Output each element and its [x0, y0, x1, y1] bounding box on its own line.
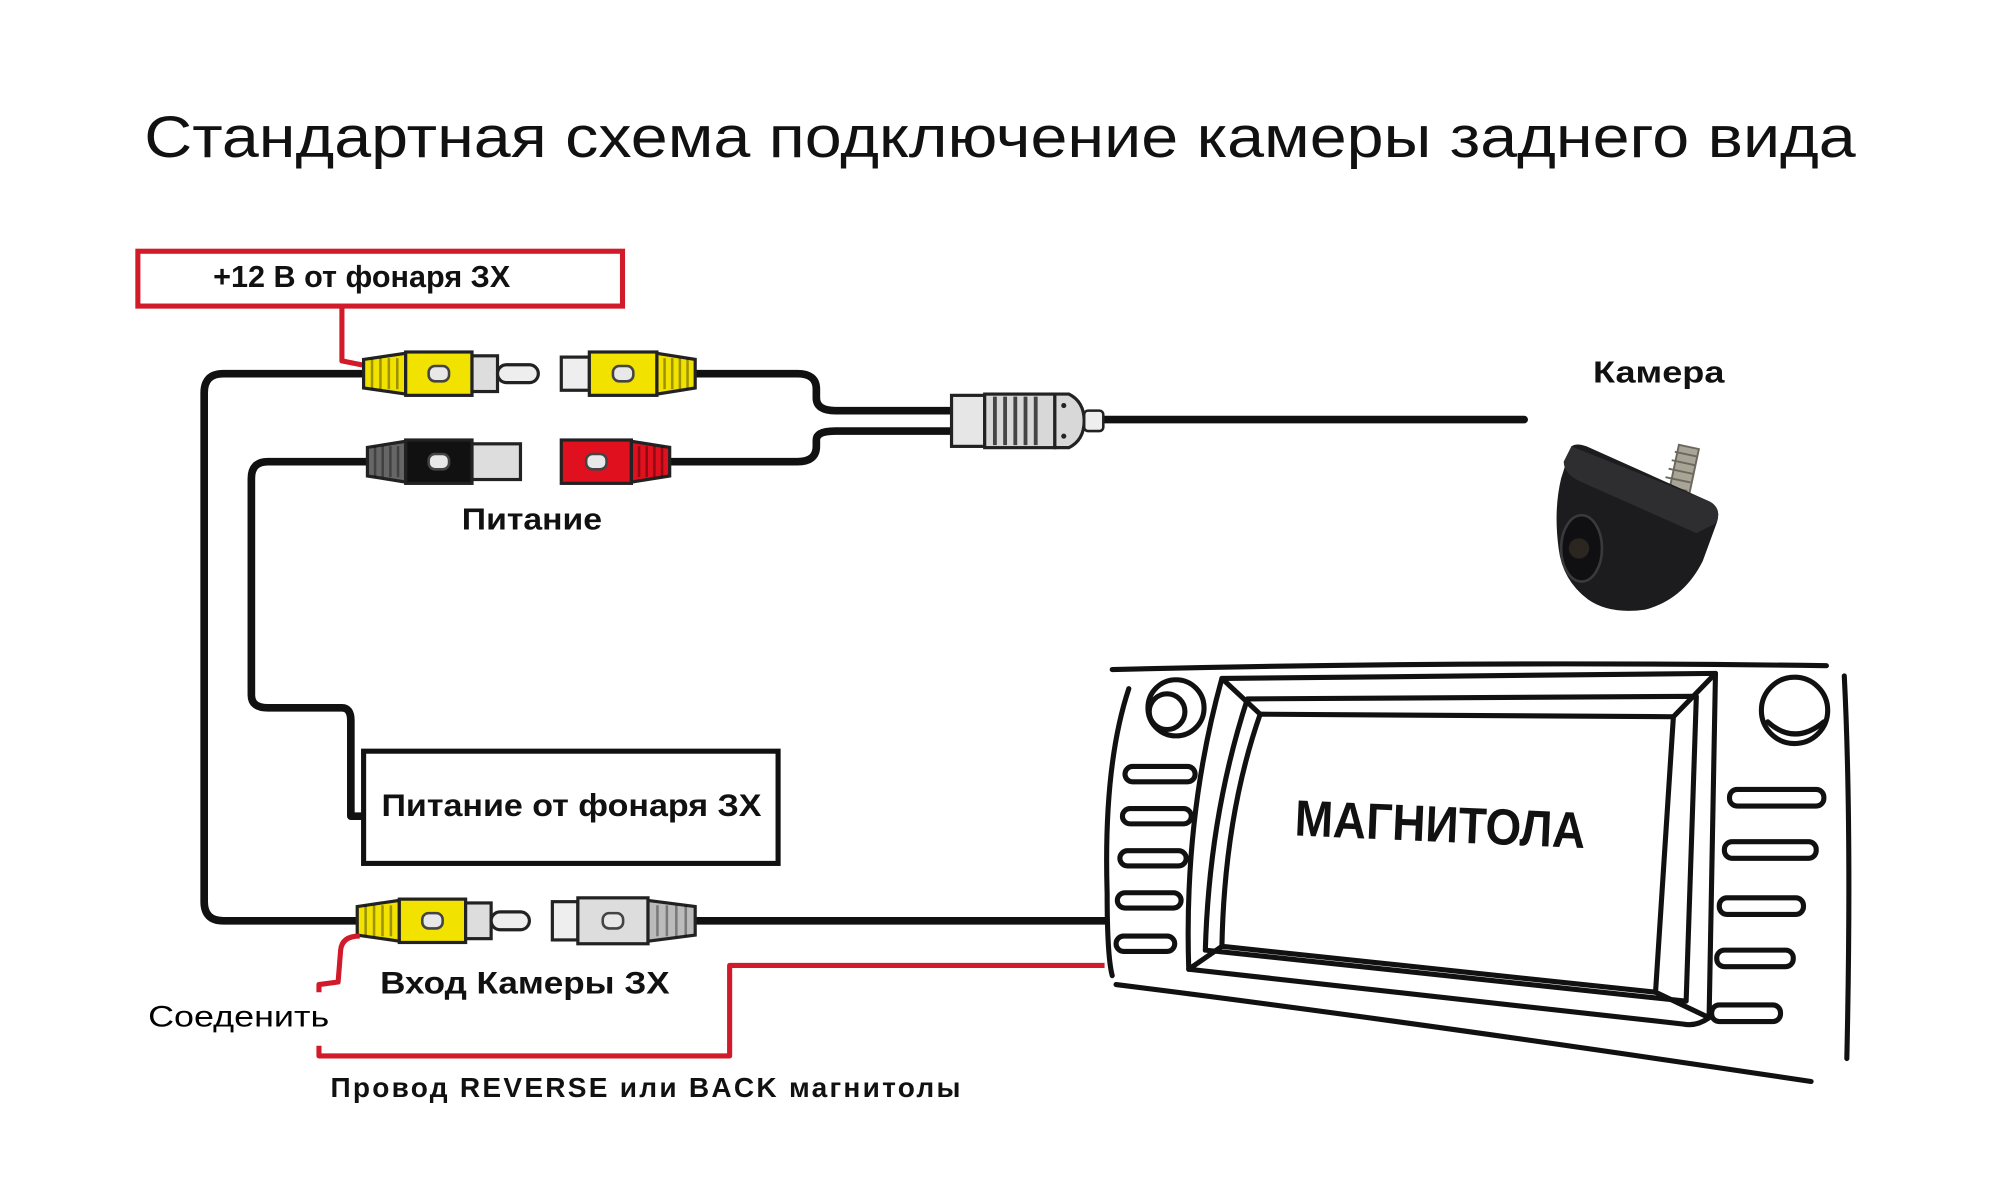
red-power-plug [559, 438, 672, 485]
camera-connector [949, 392, 1105, 450]
grey-female-plug-bottom [550, 896, 697, 946]
reverse-red-wire [316, 962, 1105, 1059]
head-unit-label: МАГНИТОЛА [1294, 789, 1587, 859]
yellow-male-plug-bottom [355, 897, 531, 945]
power-label: Питание [462, 502, 602, 536]
head-unit-drawing: МАГНИТОЛА [1104, 661, 1852, 1085]
rca-plugs [355, 350, 697, 946]
plus12-label: +12 В от фонаря ЗХ [213, 260, 511, 294]
rear-camera-image [1556, 443, 1719, 611]
diagram-title: Стандартная схема подключение камеры зад… [144, 105, 1856, 170]
yellow-female-plug-top [559, 350, 697, 397]
camera-label: Камера [1593, 356, 1726, 390]
connect-label: Соеденить [148, 1001, 329, 1034]
plus12-red-wire [339, 306, 368, 369]
power-from-lamp-label: Питание от фонаря ЗХ [381, 787, 761, 823]
red-branch-wire [665, 427, 956, 466]
plus12-label-box: +12 В от фонаря ЗХ [135, 248, 626, 309]
power-from-lamp-box: Питание от фонаря ЗХ [361, 748, 781, 866]
camera-video-wire-to-input [200, 369, 372, 925]
yellow-branch-wire [691, 369, 956, 415]
yellow-male-plug-top [362, 350, 540, 397]
camera-input-label: Вход Камеры ЗХ [380, 964, 670, 1000]
connect-red-wire-top [316, 933, 360, 993]
black-power-plug [365, 438, 523, 485]
reverse-wire-label: Провод REVERSE или BACK магнитолы [330, 1072, 960, 1103]
power-wire-to-lamp [247, 457, 374, 821]
